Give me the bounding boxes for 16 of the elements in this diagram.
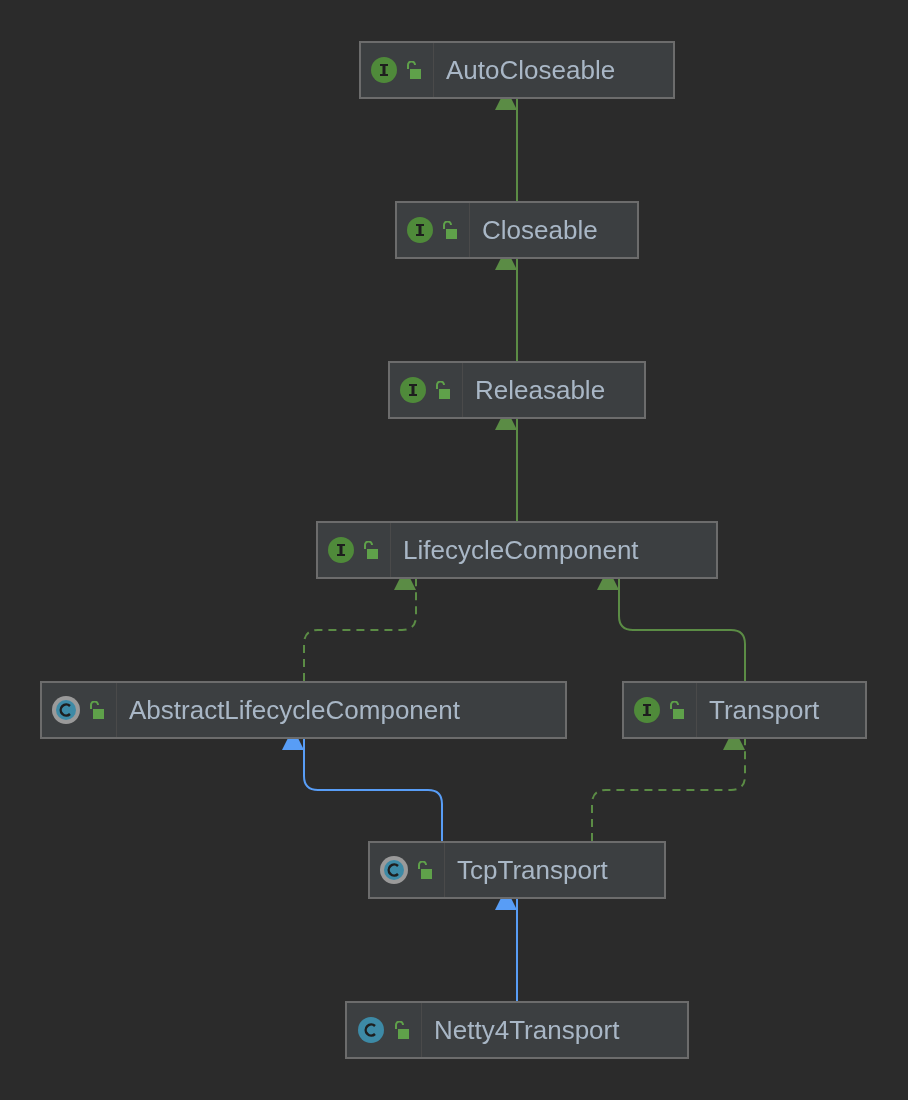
class-name: Closeable: [481, 213, 599, 247]
class-box: [368, 841, 666, 899]
class-box: [316, 521, 718, 579]
class-name: AbstractLifecycleComponent: [128, 693, 461, 727]
class-name: LifecycleComponent: [402, 533, 640, 567]
class-box: [359, 41, 675, 99]
class-box: [345, 1001, 689, 1059]
class-name: Transport: [708, 693, 821, 727]
class-name: Netty4Transport: [433, 1013, 621, 1047]
class-box: [388, 361, 646, 419]
class-name: Releasable: [474, 373, 607, 407]
class-name: AutoCloseable: [445, 53, 617, 87]
class-box: [622, 681, 867, 739]
class-box: [395, 201, 639, 259]
class-box: [40, 681, 567, 739]
class-name: TcpTransport: [456, 853, 609, 887]
